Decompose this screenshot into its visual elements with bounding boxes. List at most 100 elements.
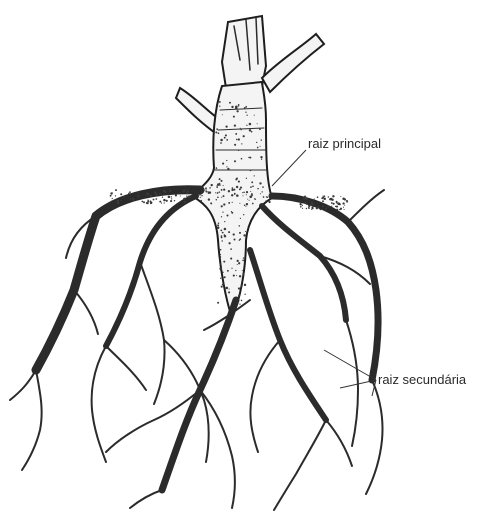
stipple-dot: [330, 198, 333, 201]
stipple-dot: [343, 207, 344, 208]
stipple-dot: [227, 270, 229, 272]
stipple-dot: [241, 143, 242, 144]
stipple-dot: [223, 203, 225, 205]
stipple-dot: [299, 203, 301, 205]
stipple-dot: [261, 203, 263, 205]
stipple-dot: [239, 239, 240, 240]
stipple-dot: [220, 180, 222, 182]
stipple-dot: [120, 200, 122, 202]
stipple-dot: [224, 276, 226, 278]
stipple-dot: [221, 286, 223, 288]
stipple-dot: [328, 196, 329, 197]
stipple-dot: [235, 270, 236, 271]
stipple-dot: [231, 211, 232, 212]
stipple-dot: [186, 192, 188, 194]
stipple-dot: [137, 197, 138, 198]
stipple-dot: [199, 194, 201, 196]
stipple-dot: [174, 200, 175, 201]
stipple-dot: [251, 181, 253, 183]
stipple-dot: [224, 221, 225, 222]
stipple-dot: [244, 294, 245, 295]
stipple-dot: [254, 115, 255, 116]
stipple-dot: [243, 257, 244, 258]
stipple-dot: [222, 240, 223, 241]
stipple-dot: [219, 101, 221, 103]
stipple-dot: [222, 272, 223, 273]
stipple-dot: [249, 157, 251, 159]
stipple-dot: [238, 181, 240, 183]
stipple-dot: [130, 199, 131, 200]
stipple-dot: [245, 106, 247, 108]
stipple-dot: [239, 232, 241, 234]
stipple-dot: [137, 195, 139, 197]
stipple-dot: [216, 167, 218, 169]
stipple-dot: [241, 158, 243, 160]
stipple-dot: [265, 200, 267, 202]
stipple-dot: [130, 198, 131, 199]
stipple-dot: [237, 260, 239, 262]
stipple-dot: [205, 189, 206, 190]
stipple-dot: [219, 178, 221, 180]
stipple-dot: [180, 195, 181, 196]
stipple-dot: [231, 194, 233, 196]
stipple-dot: [257, 123, 258, 124]
stipple-dot: [221, 189, 223, 191]
stipple-dot: [221, 216, 222, 217]
stipple-dot: [222, 232, 224, 234]
stipple-dot: [246, 191, 248, 193]
stipple-dot: [241, 129, 242, 130]
stipple-dot: [216, 185, 218, 187]
stipple-dot: [229, 289, 230, 290]
stipple-dot: [300, 206, 302, 208]
stipple-dot: [244, 204, 246, 206]
stipple-dot: [110, 195, 112, 197]
stipple-dot: [247, 199, 248, 200]
stipple-dot: [234, 160, 236, 162]
stipple-dot: [232, 202, 233, 203]
stipple-dot: [311, 201, 313, 203]
stipple-dot: [302, 205, 303, 206]
stipple-dot: [175, 194, 177, 196]
stipple-dot: [219, 106, 220, 107]
stipple-dot: [230, 258, 232, 260]
stipple-dot: [257, 147, 259, 149]
stipple-dot: [209, 187, 211, 189]
stipple-dot: [252, 185, 254, 187]
stipple-dot: [219, 191, 221, 193]
stipple-dot: [229, 102, 231, 104]
stipple-dot: [171, 196, 172, 197]
stipple-dot: [226, 160, 227, 161]
stipple-dot: [339, 209, 340, 210]
stipple-dot: [238, 295, 240, 297]
stipple-dot: [251, 131, 253, 133]
stipple-dot: [260, 193, 261, 194]
stipple-dot: [261, 139, 262, 140]
stipple-dot: [336, 209, 338, 211]
stipple-dot: [163, 199, 165, 201]
stipple-dot: [238, 262, 240, 264]
stipple-dot: [220, 249, 222, 251]
stipple-dot: [235, 178, 237, 180]
stipple-dot: [171, 198, 172, 199]
secondary-root-label: raiz secundária: [378, 372, 467, 387]
stipple-dot: [147, 201, 149, 203]
stipple-dot: [245, 206, 246, 207]
stipple-dot: [242, 192, 243, 193]
main-root-label: raiz principal: [308, 136, 381, 151]
stipple-dot: [302, 208, 303, 209]
stipple-dot: [306, 208, 307, 209]
thick-lateral-roots: [36, 190, 378, 490]
stipple-dot: [227, 168, 229, 170]
stipple-dot: [226, 287, 229, 290]
stipple-dot: [347, 202, 348, 203]
stipple-dot: [164, 202, 165, 203]
stipple-dot: [110, 192, 112, 194]
stipple-dot: [304, 202, 306, 204]
stipple-dot: [206, 192, 207, 193]
stipple-dot: [311, 203, 314, 206]
stipple-dot: [246, 125, 247, 126]
stipple-dot: [217, 192, 219, 194]
stipple-dot: [226, 139, 228, 141]
stipple-dot: [300, 200, 301, 201]
stipple-dot: [235, 133, 237, 135]
